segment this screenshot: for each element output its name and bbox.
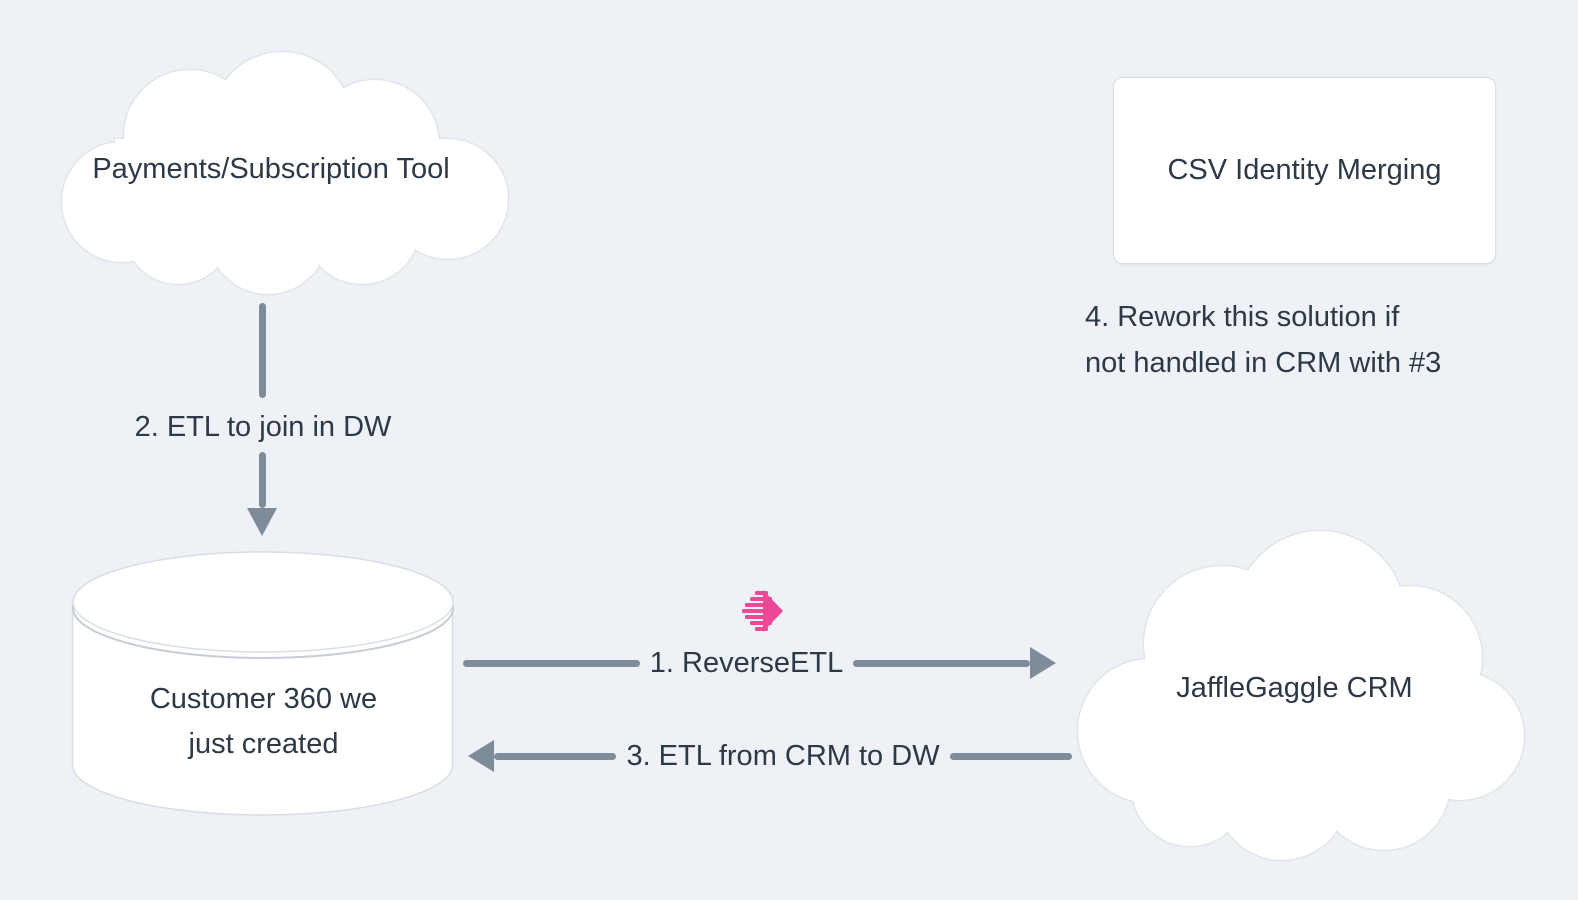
rework-note-line1: 4. Rework this solution if: [1085, 301, 1400, 333]
etl-to-dw-arrow-line-bottom: [259, 452, 266, 508]
reverse-etl-label: 1. ReverseETL: [649, 646, 844, 679]
etl-from-crm-arrow-line-left: [494, 752, 617, 760]
customer-360-label-line1: Customer 360 we: [149, 683, 378, 715]
csv-identity-label: CSV Identity Merging: [1167, 154, 1442, 186]
rework-note: 4. Rework this solution if not handled i…: [1085, 294, 1555, 386]
etl-from-crm-arrow: 3. ETL from CRM to DW: [468, 740, 1072, 772]
etl-to-dw-arrowhead-icon: [247, 508, 277, 536]
customer-360-label-line2: just created: [188, 728, 339, 760]
node-csv-identity-card: CSV Identity Merging: [1113, 77, 1496, 264]
etl-from-crm-label: 3. ETL from CRM to DW: [626, 739, 940, 772]
census-logo-icon: [742, 590, 783, 632]
etl-to-dw-label: 2. ETL to join in DW: [134, 411, 392, 443]
reverse-etl-arrow-line-left: [463, 659, 640, 667]
customer-360-label: Customer 360 we just created: [88, 677, 439, 767]
cloud-shape-icon: [62, 52, 508, 294]
cloud-shape-icon: [1078, 531, 1524, 860]
jafflegaggle-crm-label: JaffleGaggle CRM: [1176, 672, 1413, 704]
reverse-etl-arrow-line-right: [853, 659, 1031, 667]
node-jafflegaggle-crm-cloud: JaffleGaggle CRM: [1062, 516, 1527, 861]
etl-from-crm-arrow-line-right: [949, 752, 1072, 760]
node-customer-360-cylinder-icon: [71, 551, 454, 816]
etl-from-crm-arrowhead-icon: [468, 740, 494, 772]
rework-note-line2: not handled in CRM with #3: [1085, 347, 1442, 379]
payments-cloud-label: Payments/Subscription Tool: [92, 152, 450, 185]
reverse-etl-arrowhead-icon: [1030, 647, 1057, 679]
node-payments-subscription-cloud: Payments/Subscription Tool: [30, 44, 512, 294]
reverse-etl-arrow: 1. ReverseETL: [463, 646, 1057, 679]
etl-to-dw-arrow-line-top: [259, 303, 266, 398]
